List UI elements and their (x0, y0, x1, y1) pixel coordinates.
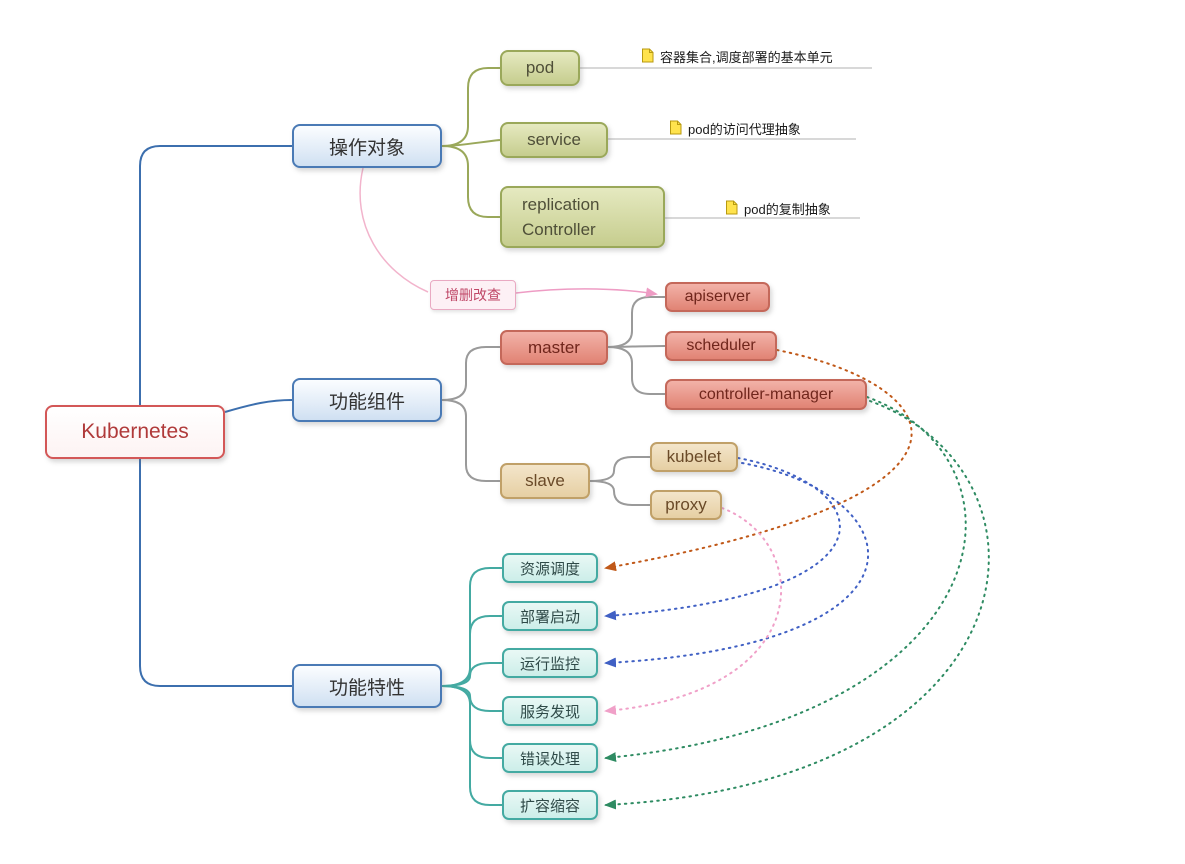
connector-root-components (224, 399, 293, 413)
node-kubernetes[interactable]: Kubernetes (45, 405, 225, 459)
relation-scheduler-scheduling (604, 349, 913, 572)
node-apiserver[interactable]: apiserver (665, 282, 770, 312)
node-pod[interactable]: pod (500, 50, 580, 86)
node-kubelet[interactable]: kubelet (650, 442, 738, 472)
node-scheduler[interactable]: scheduler (665, 331, 777, 361)
node-scaling[interactable]: 扩容缩容 (502, 790, 598, 820)
node-replication-controller[interactable]: replication Controller (500, 186, 665, 248)
node-crud-label[interactable]: 增删改查 (430, 280, 516, 310)
note-icon[interactable] (725, 200, 738, 215)
connector-features-2 (441, 615, 502, 687)
connector-master-apiserver (607, 296, 665, 348)
connector-features-3 (441, 662, 502, 687)
connector-slave-kubelet (589, 456, 650, 482)
node-master[interactable]: master (500, 330, 608, 365)
relation-proxy-discovery (604, 507, 783, 716)
connector-features-4 (441, 685, 502, 712)
node-run-monitoring[interactable]: 运行监控 (502, 648, 598, 678)
node-controller-manager[interactable]: controller-manager (665, 379, 867, 410)
connector-components-master (441, 346, 500, 401)
relation-kubelet-deploy (604, 457, 841, 621)
connector-features-5 (441, 685, 502, 759)
connector-master-controller (607, 346, 665, 395)
node-slave[interactable]: slave (500, 463, 590, 499)
node-proxy[interactable]: proxy (650, 490, 722, 520)
connector-objects-pod (441, 67, 500, 147)
note-service: pod的访问代理抽象 (669, 119, 801, 138)
node-service-discovery[interactable]: 服务发现 (502, 696, 598, 726)
connector-slave-proxy (589, 480, 650, 506)
note-icon[interactable] (669, 120, 682, 135)
node-service[interactable]: service (500, 122, 608, 158)
relation-kubelet-monitor (604, 462, 869, 668)
note-text-replication: pod的复制抽象 (744, 202, 831, 217)
arrow-floating-apiserver (515, 287, 658, 298)
connector-root-features (139, 459, 292, 687)
node-deploy-start[interactable]: 部署启动 (502, 601, 598, 631)
connector-features-6 (441, 685, 502, 806)
node-operation-objects[interactable]: 操作对象 (292, 124, 442, 168)
note-text-service: pod的访问代理抽象 (688, 122, 801, 137)
connector-root-objects (139, 145, 292, 405)
connector-objects-replication (441, 145, 500, 218)
node-error-handling[interactable]: 错误处理 (502, 743, 598, 773)
node-function-components[interactable]: 功能组件 (292, 378, 442, 422)
note-replication: pod的复制抽象 (725, 199, 831, 218)
connector-objects-service (441, 139, 501, 147)
node-function-features[interactable]: 功能特性 (292, 664, 442, 708)
note-text-pod: 容器集合,调度部署的基本单元 (660, 50, 833, 65)
relation-controller-errors (604, 396, 967, 763)
connector-components-slave (441, 399, 500, 482)
note-pod: 容器集合,调度部署的基本单元 (641, 47, 833, 66)
node-resource-scheduling[interactable]: 资源调度 (502, 553, 598, 583)
connector-objects-floating (359, 167, 429, 293)
relation-controller-scaling (604, 400, 990, 810)
note-icon[interactable] (641, 48, 654, 63)
